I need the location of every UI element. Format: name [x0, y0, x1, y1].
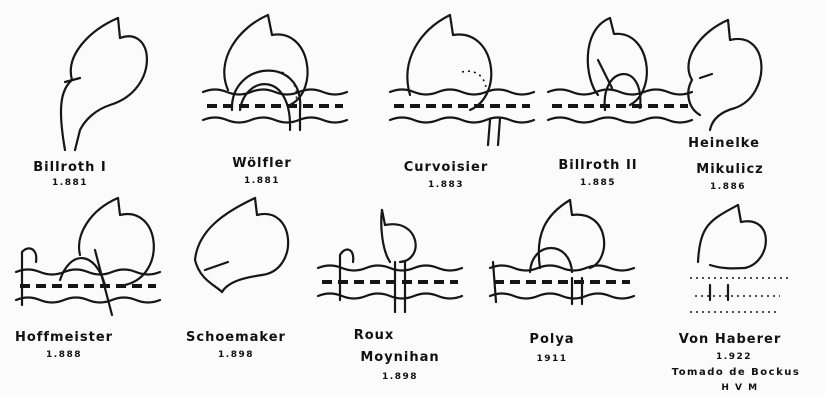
diagram-schoemaker	[195, 198, 288, 292]
curvoisier-year: 1.883	[428, 180, 464, 190]
moynihan-name: Moynihan	[360, 350, 439, 365]
diagram-hoffmeister	[16, 198, 160, 315]
diagram-billroth-1	[61, 18, 147, 150]
billroth-1-year: 1.881	[52, 178, 88, 188]
diagram-polya	[490, 200, 634, 304]
billroth-2-name: Billroth II	[558, 158, 637, 173]
diagram-roux	[318, 210, 462, 312]
curvoisier-name: Curvoisier	[404, 160, 489, 175]
roux-moynihan-year: 1.898	[382, 372, 418, 382]
credit-initials: H V M	[721, 383, 758, 393]
hoffmeister-year: 1.888	[46, 350, 82, 360]
diagram-curvoisier	[390, 15, 534, 145]
diagram-wolfler	[203, 15, 347, 130]
wolfler-name: Wölfler	[232, 156, 292, 171]
von-haberer-year: 1.922	[716, 352, 752, 362]
roux-name: Roux	[354, 328, 395, 343]
billroth-2-year: 1.885	[580, 178, 616, 188]
diagram-billroth-2	[548, 18, 692, 123]
von-haberer-name: Von Haberer	[679, 332, 781, 347]
billroth-1-name: Billroth I	[33, 160, 106, 175]
schoemaker-name: Schoemaker	[186, 330, 286, 345]
diagram-von-haberer	[690, 205, 790, 312]
hoffmeister-name: Hoffmeister	[15, 330, 113, 345]
mikulicz-name: Mikulicz	[696, 162, 763, 177]
polya-year: 1911	[536, 354, 567, 364]
credit-line: Tomado de Bockus	[672, 367, 801, 378]
diagram-heineke-mikulicz	[688, 20, 761, 130]
schoemaker-year: 1.898	[218, 350, 254, 360]
heineke-name: Heinelke	[688, 136, 760, 151]
polya-name: Polya	[529, 332, 574, 347]
heineke-mikulicz-year: 1.886	[710, 182, 746, 192]
wolfler-year: 1.881	[244, 176, 280, 186]
